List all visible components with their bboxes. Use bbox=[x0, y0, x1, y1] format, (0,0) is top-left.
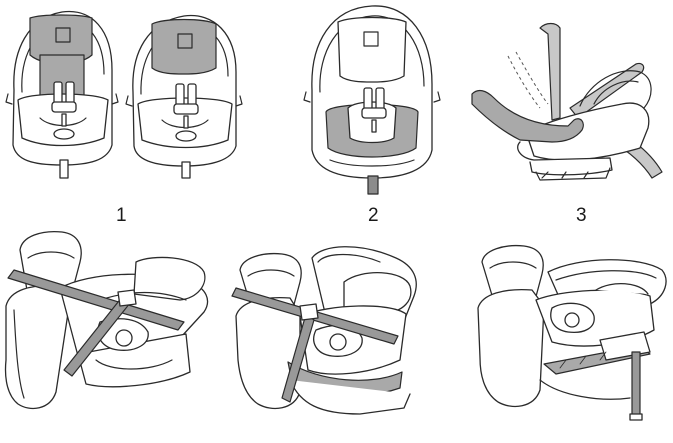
vehicle-seat-belt-install-1 bbox=[4, 230, 209, 410]
infant-seat-2 bbox=[303, 5, 441, 195]
step-number-1: 1 bbox=[116, 205, 127, 226]
infant-seat-1a bbox=[5, 10, 119, 179]
vehicle-isofix-base-install-3 bbox=[477, 244, 667, 421]
step-number-3: 3 bbox=[576, 205, 587, 226]
infant-seat-3-handle bbox=[471, 22, 663, 181]
step-number-2: 2 bbox=[368, 205, 379, 226]
infant-seat-1b bbox=[125, 14, 243, 179]
vehicle-seat-belt-install-2 bbox=[231, 246, 417, 415]
